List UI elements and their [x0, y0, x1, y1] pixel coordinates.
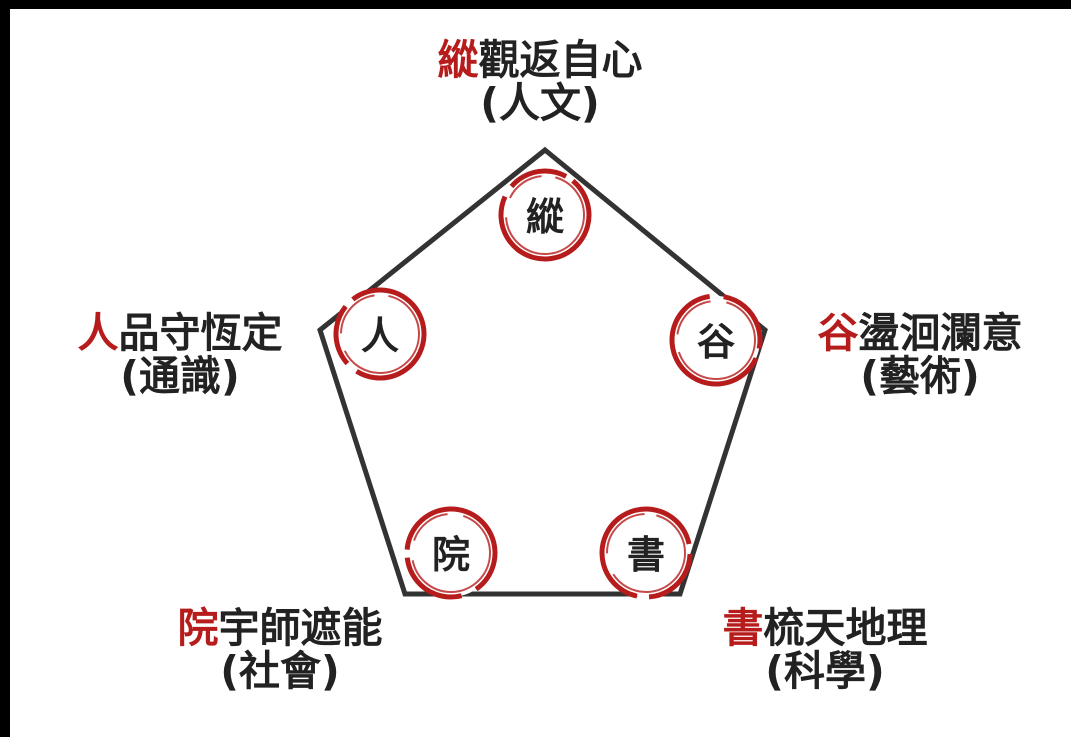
node-bottom-left-brush-ring: [404, 506, 498, 600]
label-right-subtitle: (藝術): [860, 352, 980, 401]
node-left-brush-ring: [333, 287, 427, 381]
node-bottom-left-char: 院: [432, 533, 470, 577]
label-bottom-right: 書梳天地理 (科學): [670, 604, 980, 696]
label-bottom-left-rest: 宇師遮能: [218, 604, 383, 652]
node-right-char: 谷: [697, 320, 735, 364]
node-left-char: 人: [361, 314, 399, 358]
label-top-accent: 縱: [437, 36, 479, 84]
node-top-char: 縱: [526, 195, 564, 239]
node-bottom-right-brush-ring: [599, 506, 693, 600]
label-right-rest: 盪洄瀾意: [858, 309, 1023, 357]
node-bottom-right: 書: [599, 506, 693, 600]
label-bottom-left-accent: 院: [177, 604, 219, 652]
label-bottom-right-subtitle: (科學): [765, 647, 885, 696]
label-bottom-right-rest: 梳天地理: [763, 604, 928, 652]
label-bottom-left-subtitle: (社會): [220, 647, 340, 696]
node-right-brush-ring: [669, 293, 763, 387]
node-bottom-left-brush-ring-inner: [411, 513, 491, 593]
node-bottom-right-char: 書: [627, 533, 665, 577]
label-bottom-right-title: 書梳天地理: [670, 604, 980, 652]
label-left-title: 人品守恆定: [20, 309, 340, 357]
label-left-rest: 品守恆定: [118, 309, 283, 357]
label-bottom-left-title: 院宇師遮能: [125, 604, 435, 652]
label-right-accent: 谷: [817, 309, 859, 357]
label-bottom-left: 院宇師遮能 (社會): [125, 604, 435, 696]
node-left-brush-ring-inner: [340, 294, 420, 374]
node-top: 縱: [498, 168, 592, 262]
node-right: 谷: [669, 293, 763, 387]
pentagon-diagram: 縱 谷 書 院 人: [317, 146, 768, 600]
label-left-subtitle: (通識): [120, 352, 240, 401]
label-right: 谷盪洄瀾意 (藝術): [770, 309, 1070, 401]
label-left-accent: 人: [77, 309, 119, 357]
label-top: 縱觀返自心 (人文): [365, 36, 715, 128]
node-bottom-left: 院: [404, 506, 498, 600]
label-left: 人品守恆定 (通識): [20, 309, 340, 401]
label-top-subtitle: (人文): [480, 79, 600, 128]
label-top-rest: 觀返自心: [478, 36, 643, 84]
label-top-title: 縱觀返自心: [365, 36, 715, 84]
node-bottom-right-brush-ring-inner: [606, 513, 686, 593]
node-top-brush-ring-inner: [505, 175, 585, 255]
label-bottom-right-accent: 書: [722, 604, 764, 652]
node-left: 人: [333, 287, 427, 381]
node-right-brush-ring-inner: [676, 300, 756, 380]
diagram-canvas: 縱 谷 書 院 人 縱觀返自心 (人文) 人品守恆定 (通識): [10, 9, 1071, 737]
label-right-title: 谷盪洄瀾意: [770, 309, 1070, 357]
node-top-brush-ring: [498, 168, 592, 262]
